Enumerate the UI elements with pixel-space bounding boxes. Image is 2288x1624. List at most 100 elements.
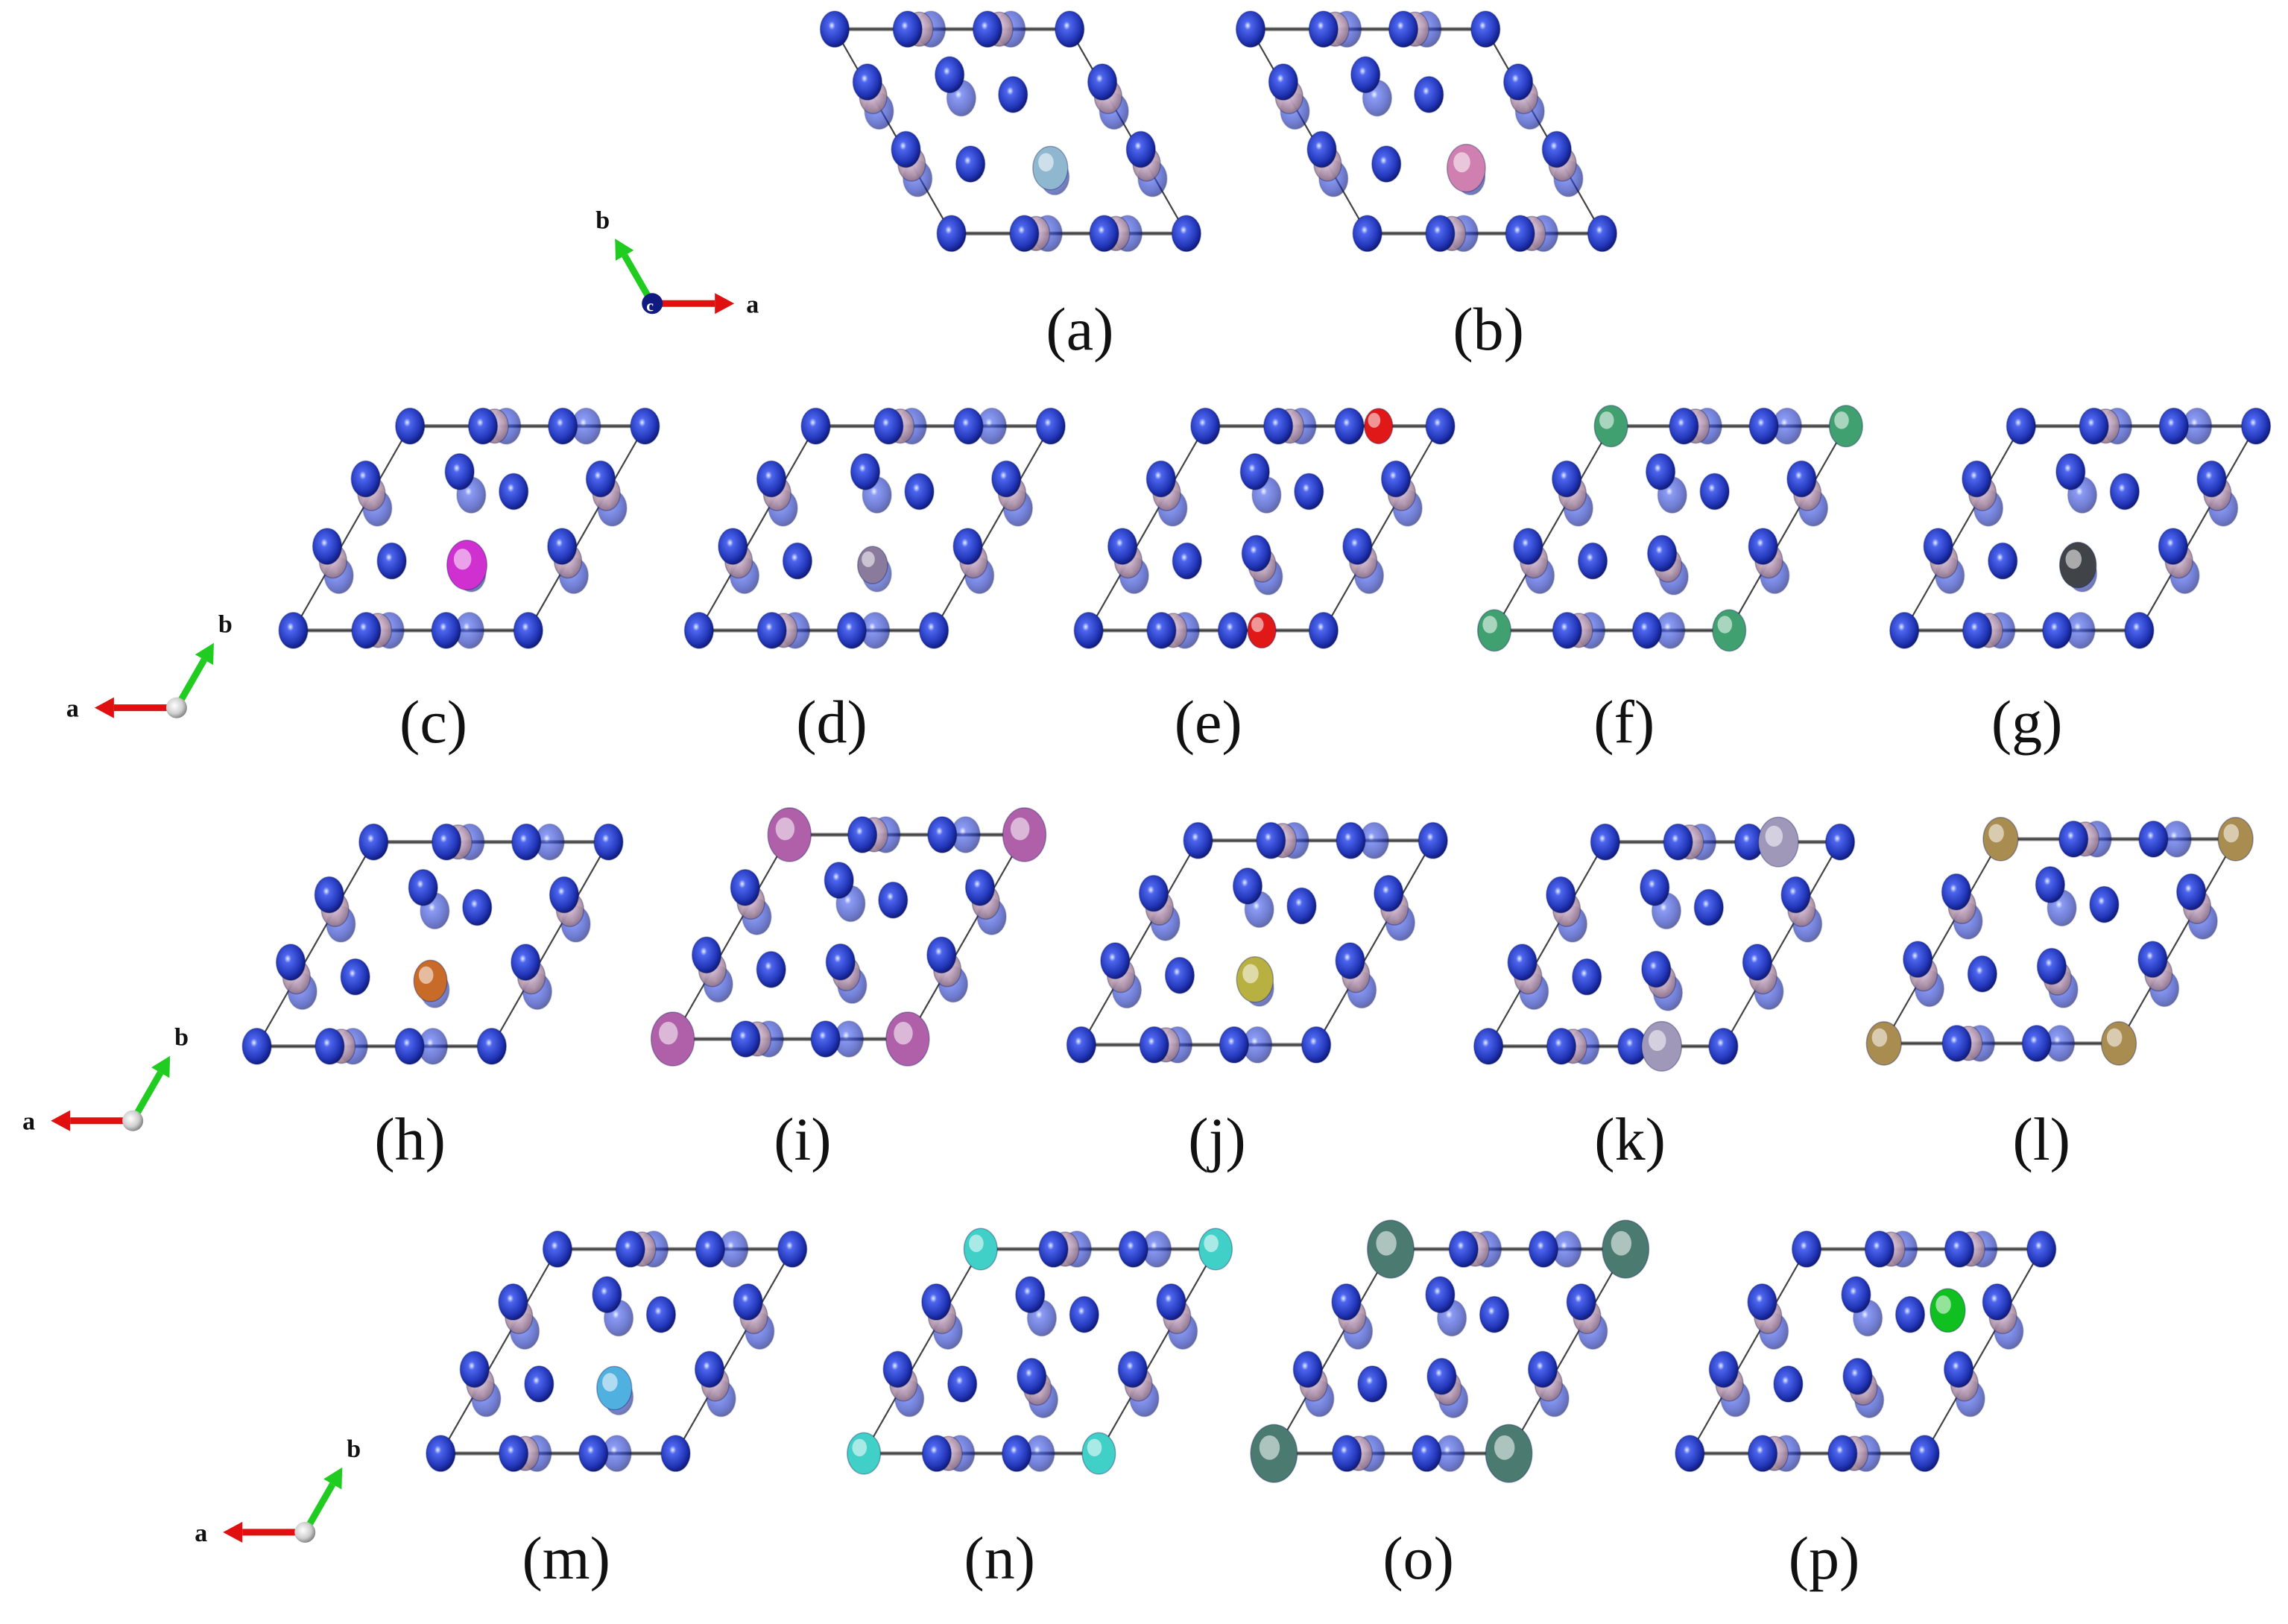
host-atom	[1308, 611, 1339, 649]
host-atom	[935, 56, 965, 94]
atom	[947, 1365, 978, 1403]
panel-label-m: (m)	[522, 1524, 610, 1593]
host-atom	[2158, 528, 2188, 565]
host-atom	[1190, 407, 1221, 445]
atom	[1967, 955, 1997, 993]
host-atom	[630, 407, 660, 445]
host-atom	[1219, 1026, 1250, 1064]
host-atom	[1842, 1357, 1873, 1395]
host-atom	[358, 823, 389, 861]
panel-label-c: (c)	[399, 688, 468, 756]
host-atom	[936, 215, 967, 253]
host-atom	[2042, 611, 2073, 649]
host-atom	[694, 1350, 725, 1388]
atom	[1894, 1295, 1926, 1333]
host-atom	[1944, 1230, 1975, 1268]
panel-c	[278, 407, 660, 649]
host-atom	[847, 816, 878, 853]
host-atom	[1786, 460, 1817, 498]
unit-cell-outline	[1272, 1248, 1628, 1455]
host-atom	[1791, 1230, 1822, 1268]
host-atom	[1156, 1283, 1186, 1321]
host-atom	[1089, 215, 1119, 253]
host-atom	[1675, 1435, 1705, 1473]
atom	[955, 145, 986, 183]
panel-label-l: (l)	[2012, 1105, 2070, 1174]
panel-i	[650, 807, 1047, 1067]
host-atom	[351, 611, 382, 649]
b-axis-label: b	[218, 611, 233, 639]
host-atom	[2021, 1025, 2052, 1062]
host-atom	[819, 10, 850, 48]
atom	[904, 473, 935, 511]
panel-h	[241, 823, 624, 1065]
host-atom	[408, 868, 438, 906]
atom	[1479, 1295, 1510, 1333]
unit-cell-outline	[255, 841, 610, 1047]
host-atom	[498, 1283, 528, 1321]
host-atom	[1107, 528, 1138, 565]
host-atom	[882, 1350, 913, 1388]
host-atom	[350, 460, 381, 498]
host-atom	[1336, 821, 1366, 859]
structure-panels	[241, 10, 2272, 1483]
unit-cell-outline	[1493, 425, 1848, 631]
host-atom	[1645, 452, 1676, 490]
host-atom	[1145, 460, 1176, 498]
host-atom	[1546, 1028, 1577, 1065]
host-atom	[1425, 215, 1456, 253]
host-atom	[1292, 1350, 1323, 1388]
host-atom	[927, 816, 958, 853]
host-atom	[1426, 1357, 1457, 1395]
host-atom	[1864, 1230, 1894, 1268]
host-atom	[683, 611, 715, 649]
atom	[998, 76, 1028, 113]
c-axis-origin-icon	[642, 293, 663, 315]
dopant-atom	[1364, 408, 1394, 445]
unit-cell-outline	[1249, 28, 1604, 235]
panel-f	[1476, 405, 1863, 652]
panel-label-b: (b)	[1453, 295, 1524, 364]
atom	[782, 542, 813, 580]
host-atom	[1590, 823, 1620, 861]
panel-m	[426, 1230, 808, 1473]
host-atom	[2058, 820, 2089, 858]
host-atom	[1827, 1435, 1858, 1473]
host-atom	[1425, 407, 1456, 445]
host-atom	[952, 528, 983, 565]
panel-e	[1073, 407, 1456, 649]
atom	[1164, 956, 1195, 994]
host-atom	[1780, 876, 1811, 914]
host-atom	[1541, 130, 1572, 168]
host-atom	[1962, 611, 1993, 649]
a-axis-label: a	[746, 291, 759, 318]
host-atom	[921, 1435, 952, 1473]
panel-j	[1066, 821, 1448, 1064]
host-atom	[1551, 460, 1582, 498]
host-atom	[1513, 528, 1543, 565]
panel-k	[1473, 816, 1856, 1072]
panel-label-i: (i)	[774, 1105, 832, 1174]
unit-cell-outline	[1903, 425, 2257, 631]
host-atom	[1268, 63, 1298, 101]
c-axis-label: c	[646, 296, 654, 315]
panel-a	[819, 10, 1201, 253]
host-atom	[1507, 944, 1538, 981]
axes-row3: ab	[22, 1024, 189, 1136]
host-atom	[1183, 821, 1213, 859]
unit-cell-outline	[1079, 839, 1435, 1046]
atom	[1699, 473, 1730, 511]
host-atom	[542, 1230, 573, 1268]
host-atom	[2035, 866, 2066, 903]
host-atom	[444, 452, 475, 490]
host-atom	[1748, 1435, 1778, 1473]
host-atom	[278, 611, 309, 649]
panel-label-a: (a)	[1046, 295, 1114, 364]
host-atom	[1118, 1230, 1148, 1268]
unit-cell-outline	[439, 1248, 794, 1455]
atom	[1334, 407, 1365, 445]
host-atom	[1117, 1350, 1148, 1388]
b-axis-label: b	[347, 1435, 361, 1463]
c-axis-origin-icon	[165, 697, 187, 718]
